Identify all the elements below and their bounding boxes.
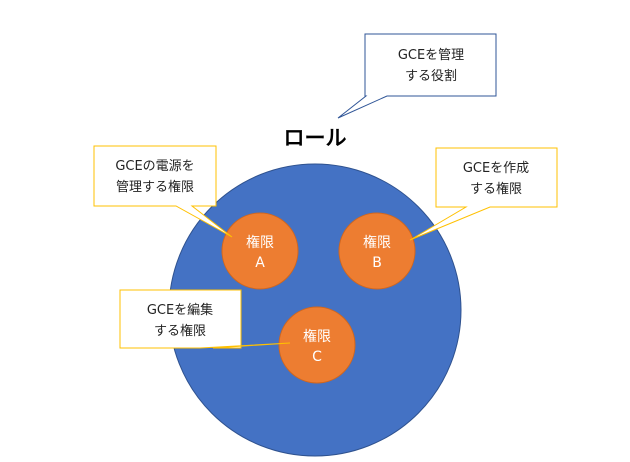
permission-b-label: 権限 <box>363 234 391 251</box>
role-callout-line2: する役割 <box>405 68 457 84</box>
permission-b-letter: B <box>372 255 382 271</box>
permission-b-callout-line2: する権限 <box>470 181 522 197</box>
permission-c-callout-line1: GCEを編集 <box>147 302 213 318</box>
permission-a-label: 権限 <box>246 234 274 251</box>
role-title: ロール <box>284 126 347 150</box>
role-callout: GCEを管理 する役割 <box>337 33 497 119</box>
permission-c-callout-line2: する権限 <box>154 323 206 339</box>
permission-c: 権限 C <box>278 306 356 384</box>
permission-b-callout: GCEを作成 する権限 <box>409 147 558 241</box>
permission-a-callout-line1: GCEの電源を <box>115 159 194 174</box>
permission-b: 権限 B <box>338 212 416 290</box>
permission-c-label: 権限 <box>303 328 331 345</box>
permission-a-callout-line2: 管理する権限 <box>116 179 194 195</box>
permission-a-callout: GCEの電源を 管理する権限 <box>93 145 233 238</box>
permission-a-letter: A <box>255 255 265 271</box>
permission-b-callout-line1: GCEを作成 <box>463 161 529 176</box>
permission-a: 権限 A <box>221 212 299 290</box>
permission-c-letter: C <box>312 349 322 365</box>
role-callout-line1: GCEを管理 <box>398 48 464 63</box>
permission-c-callout: GCEを編集 する権限 <box>119 289 291 349</box>
